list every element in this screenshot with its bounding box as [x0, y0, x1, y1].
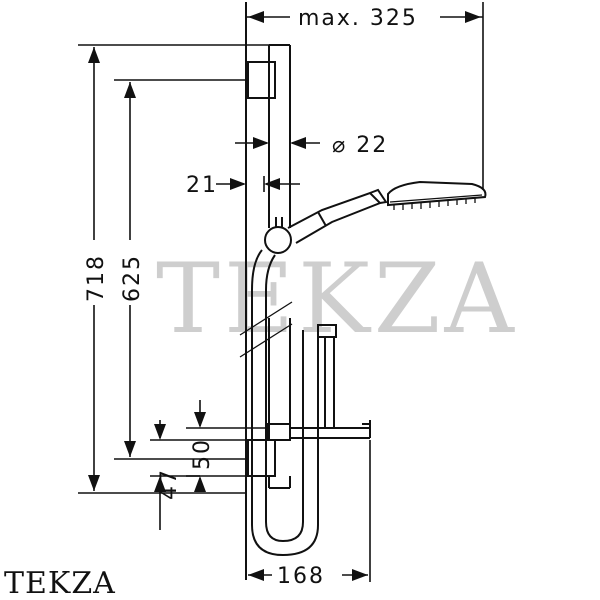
dimension-max-width: max. 325: [246, 2, 484, 190]
dimension-50: 50: [186, 400, 268, 492]
dimension-hose-width: 168: [248, 440, 371, 589]
dimension-offset: 21: [186, 173, 300, 198]
max-width-label: max. 325: [298, 6, 418, 31]
label-50: 50: [190, 438, 215, 470]
hand-shower: [264, 180, 487, 254]
hose-width-label: 168: [277, 564, 325, 589]
brand-logo-text: TEKZA: [4, 566, 116, 600]
dimension-diameter: ⌀ 22: [235, 133, 388, 158]
bar-height-label: 625: [120, 254, 145, 302]
diameter-label: ⌀ 22: [332, 133, 388, 158]
shelf: [267, 420, 371, 441]
total-height-label: 718: [84, 254, 109, 302]
dimension-bar-height: 625: [114, 79, 248, 460]
shower-hose: [251, 249, 337, 557]
label-47: 47: [157, 468, 182, 500]
dimension-total-height: 718: [78, 44, 269, 494]
watermark-text: TEKZA: [156, 243, 518, 355]
shower-rail: [239, 2, 293, 580]
dimension-47: 47: [150, 420, 248, 530]
offset-label: 21: [186, 173, 218, 198]
